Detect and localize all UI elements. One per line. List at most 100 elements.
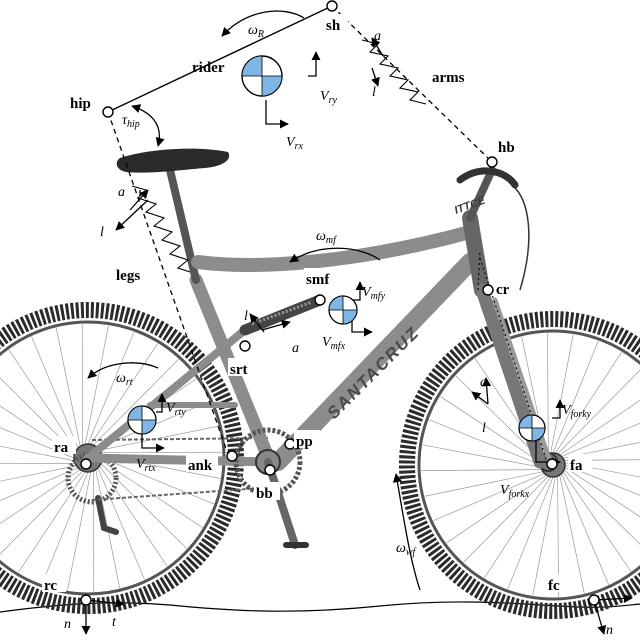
omega-mf-arrow	[289, 247, 381, 263]
sym-t-rear: t	[112, 615, 117, 630]
v-mfx-arrow	[351, 318, 373, 337]
node-ra	[80, 458, 92, 470]
spoke	[31, 336, 79, 449]
v-mfy-arrow	[352, 281, 365, 301]
spoke	[101, 460, 203, 528]
rotation-arrows	[87, 10, 421, 591]
v-forky-arrow	[552, 399, 565, 419]
com-rear-triangle	[127, 405, 157, 435]
spoke	[97, 467, 145, 580]
node-rc	[80, 594, 92, 606]
ground-line	[0, 601, 640, 613]
sym-v-rty: Vrty	[166, 401, 186, 418]
spoke	[532, 476, 556, 596]
node-bb	[264, 464, 276, 476]
spoke	[0, 445, 75, 462]
node-fa	[546, 458, 558, 470]
spoke	[555, 352, 622, 454]
spoke	[564, 467, 640, 518]
spoke	[424, 471, 544, 497]
spoke	[559, 399, 640, 456]
spoke	[455, 375, 543, 461]
label-legs: legs	[116, 268, 140, 284]
v-rtx-arrow	[141, 432, 165, 453]
spoke	[67, 471, 92, 591]
sym-v-mfy: Vmfy	[362, 285, 386, 302]
node-fc	[588, 594, 600, 606]
spoke	[484, 476, 551, 578]
spoke	[561, 473, 609, 585]
sym-v-mfx: Vmfx	[322, 335, 346, 352]
label-fc: fc	[548, 578, 560, 594]
spoke	[562, 471, 632, 572]
label-hip: hip	[70, 96, 91, 112]
v-ry-arrow	[308, 51, 321, 77]
downtube-brand: SANTACRUZ	[323, 323, 423, 423]
spoke	[552, 340, 599, 454]
label-cr: cr	[496, 282, 510, 298]
sym-v-ry: Vry	[320, 89, 337, 106]
sym-l-legs: l	[100, 225, 104, 240]
spoke	[0, 467, 79, 501]
front-normal-arrow	[593, 599, 607, 635]
arm-link	[331, 5, 493, 163]
label-pp: pp	[296, 434, 313, 450]
label-smf: smf	[306, 272, 330, 288]
omega-wf-arrow	[392, 473, 421, 591]
spoke	[547, 333, 549, 454]
label-sh: sh	[326, 18, 341, 34]
spoke	[463, 475, 549, 563]
sym-a-fork: a	[480, 375, 487, 390]
sym-l-arms: l	[372, 85, 376, 100]
sym-a-legs: a	[118, 185, 125, 200]
spoke	[87, 331, 135, 445]
spoke	[84, 325, 109, 445]
spoke	[0, 465, 77, 482]
spoke	[559, 474, 585, 594]
spoke	[550, 334, 574, 454]
v-rx-arrow	[265, 100, 289, 129]
spoke	[8, 349, 77, 451]
sym-n-rear: n	[64, 617, 71, 632]
sym-v-forky: Vforky	[562, 403, 592, 420]
sym-omega-r: ωR	[248, 23, 264, 40]
spoke	[421, 469, 542, 471]
spoke	[446, 474, 547, 544]
node-hb	[486, 156, 498, 168]
spoke	[422, 444, 542, 468]
tau-hip-arrow	[131, 104, 165, 147]
spoke	[0, 469, 81, 525]
com-rider	[241, 55, 283, 97]
sym-l-fork: l	[482, 421, 486, 436]
spoke	[0, 470, 83, 555]
sym-tau-hip: τhip	[122, 113, 140, 130]
omega-r-arrow	[221, 10, 305, 37]
label-ra: ra	[54, 440, 69, 456]
label-hb: hb	[498, 140, 515, 156]
spoke	[101, 457, 215, 505]
spoke	[561, 422, 640, 457]
joint-nodes	[80, 0, 600, 606]
sym-l-shock: l	[244, 309, 248, 324]
sym-v-rtx: Vrtx	[136, 457, 156, 474]
node-smf	[314, 294, 326, 306]
torso-link	[107, 5, 333, 113]
head-axis	[477, 249, 481, 291]
sym-n-front: n	[606, 623, 613, 638]
label-rc: rc	[44, 578, 57, 594]
node-sh	[326, 0, 338, 12]
spoke	[563, 469, 640, 545]
label-fa: fa	[570, 458, 583, 474]
sym-a-shock: a	[292, 341, 299, 356]
v-rty-arrow	[156, 393, 167, 413]
spoke	[557, 369, 640, 455]
sym-v-rx: Vrx	[286, 135, 303, 152]
node-cr	[482, 284, 494, 296]
spoke	[18, 471, 86, 573]
sym-a-arms: a	[374, 29, 381, 44]
spoke	[440, 396, 542, 463]
omega-rt-arrow	[87, 362, 159, 379]
label-ank: ank	[188, 458, 213, 474]
